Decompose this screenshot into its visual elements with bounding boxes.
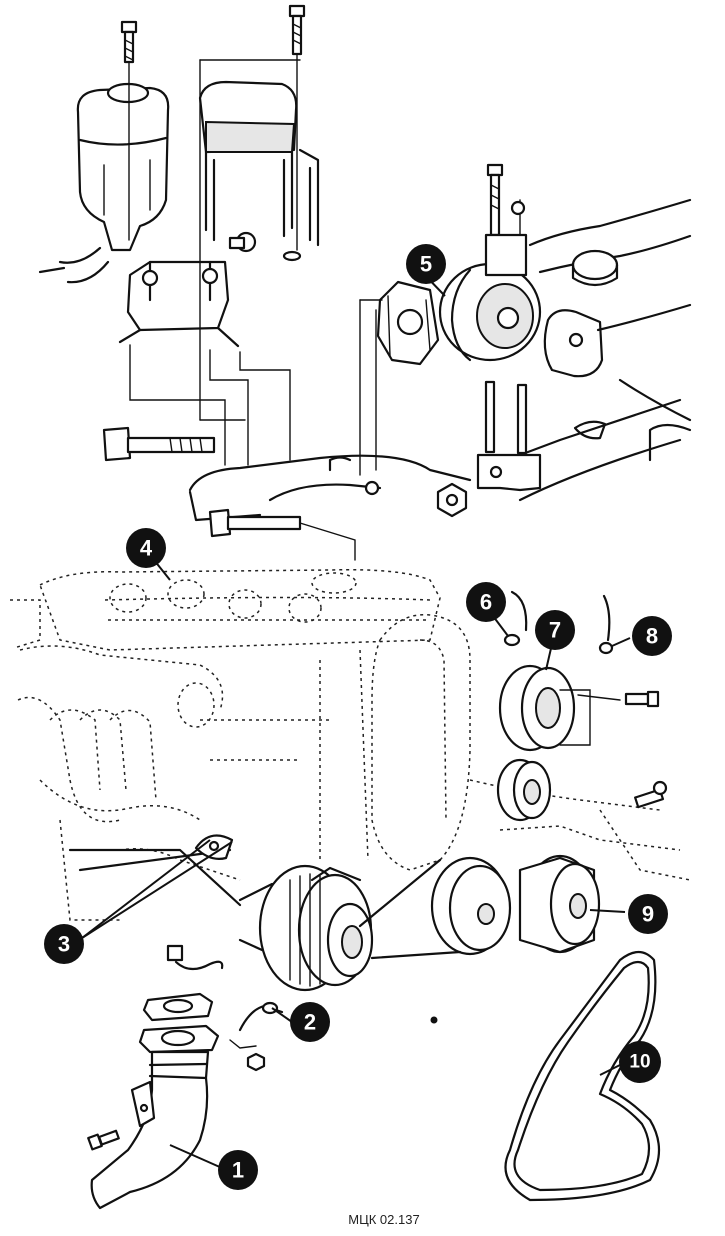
tensioner-assembly <box>359 163 604 476</box>
callout-2-label: 2 <box>304 1010 316 1035</box>
callout-10-label: 10 <box>629 1052 650 1073</box>
mounting-bracket <box>118 231 257 348</box>
stud-bracket <box>476 380 542 492</box>
long-bolt-lower <box>208 508 302 538</box>
small-nut <box>246 1052 266 1072</box>
alternator <box>238 864 374 992</box>
fluid-reservoir <box>38 82 170 284</box>
callout-9: 9 <box>628 894 668 934</box>
ground-strap <box>68 834 242 907</box>
engine-block <box>10 508 691 921</box>
callout-5: 5 <box>406 244 446 284</box>
sensor-wire-8 <box>598 594 614 655</box>
sensor-wire-6 <box>503 590 528 647</box>
callout-10: 10 <box>619 1041 661 1083</box>
callout-1: 1 <box>218 1150 258 1190</box>
callout-1-label: 1 <box>232 1158 244 1183</box>
drive-belt <box>504 950 660 1202</box>
intake-gaskets <box>138 992 220 1054</box>
cylinder-head <box>528 198 692 462</box>
crank-pulley-assembly <box>496 664 668 822</box>
upper-bracket-assembly <box>38 4 692 522</box>
drive-pulley <box>430 856 512 956</box>
callout-3-label: 3 <box>58 932 70 957</box>
callout-5-label: 5 <box>420 252 432 277</box>
callout-8: 8 <box>632 616 672 656</box>
callout-6-label: 6 <box>480 590 492 615</box>
hex-nut <box>436 482 468 518</box>
module-housing <box>198 80 320 262</box>
callout-4-label: 4 <box>140 536 153 561</box>
intake-hose <box>90 1050 210 1210</box>
top-bolt-left <box>120 20 138 64</box>
figure-code: МЦК 02.137 <box>348 1212 419 1227</box>
callout-3: 3 <box>44 924 84 964</box>
callout-4: 4 <box>126 528 166 568</box>
callout-9-label: 9 <box>642 902 654 927</box>
long-bolt-upper <box>102 426 216 462</box>
small-bolt <box>87 1129 120 1151</box>
pulley-bolt <box>624 690 660 708</box>
callout-7: 7 <box>535 610 575 650</box>
callout-7-label: 7 <box>549 618 561 643</box>
callout-8-label: 8 <box>646 624 658 649</box>
callout-6: 6 <box>466 582 506 622</box>
callout-2: 2 <box>290 1002 330 1042</box>
wire-2 <box>238 1001 284 1032</box>
ac-compressor <box>518 854 601 954</box>
upper-block-section <box>188 398 682 522</box>
bracket-bolt <box>634 780 668 809</box>
top-bolt-right <box>288 4 306 56</box>
lower-bolt <box>166 944 224 971</box>
